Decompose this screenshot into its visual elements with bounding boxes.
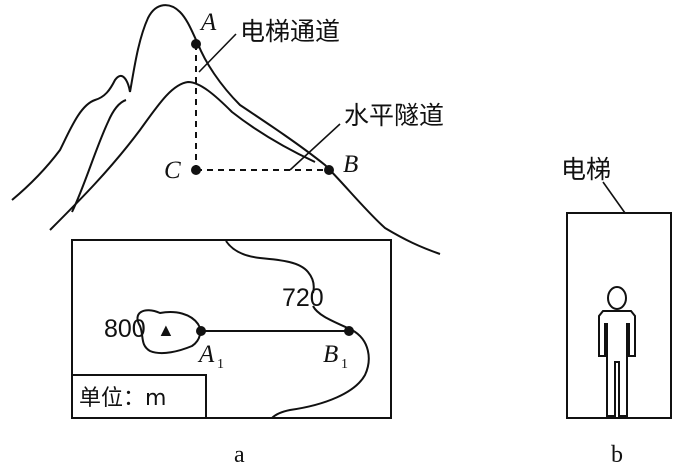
point-c-label: C <box>164 157 181 184</box>
point-b1-subscript: 1 <box>341 357 348 372</box>
contour-value-720: 720 <box>282 284 324 312</box>
unit-label: 单位：m <box>79 386 166 411</box>
point-b-dot <box>324 165 334 175</box>
elevator-title: 电梯 <box>561 155 611 184</box>
unit-box <box>71 374 207 419</box>
figure-b-caption: b <box>611 442 623 468</box>
mountain-inner-ridge <box>49 80 316 231</box>
horizontal-tunnel-leader <box>289 123 341 171</box>
elevator-shaft-leader <box>198 33 237 73</box>
point-c-dot <box>191 165 201 175</box>
contour-value-800: 800 <box>104 315 146 343</box>
point-b-label: B <box>343 151 358 178</box>
horizontal-tunnel-label: 水平隧道 <box>344 101 444 130</box>
mountain-back-ridge <box>71 99 127 213</box>
person-icon <box>598 286 636 417</box>
figure-a-caption: a <box>234 442 245 468</box>
point-a1-subscript: 1 <box>217 357 224 372</box>
point-a1-dot <box>196 326 206 336</box>
point-a1-label: A <box>197 341 215 368</box>
point-a-label: A <box>199 9 217 36</box>
contour-line-720 <box>225 240 315 294</box>
elevator-leader <box>602 181 626 214</box>
contour-line-800 <box>136 309 202 355</box>
elevator-shaft-label: 电梯通道 <box>240 17 340 46</box>
point-b1-label: B <box>323 341 338 368</box>
point-a-dot <box>191 39 201 49</box>
peak-marker: ▲ <box>157 320 175 340</box>
point-b1-dot <box>344 326 354 336</box>
contour-line-720-lower <box>271 305 370 419</box>
